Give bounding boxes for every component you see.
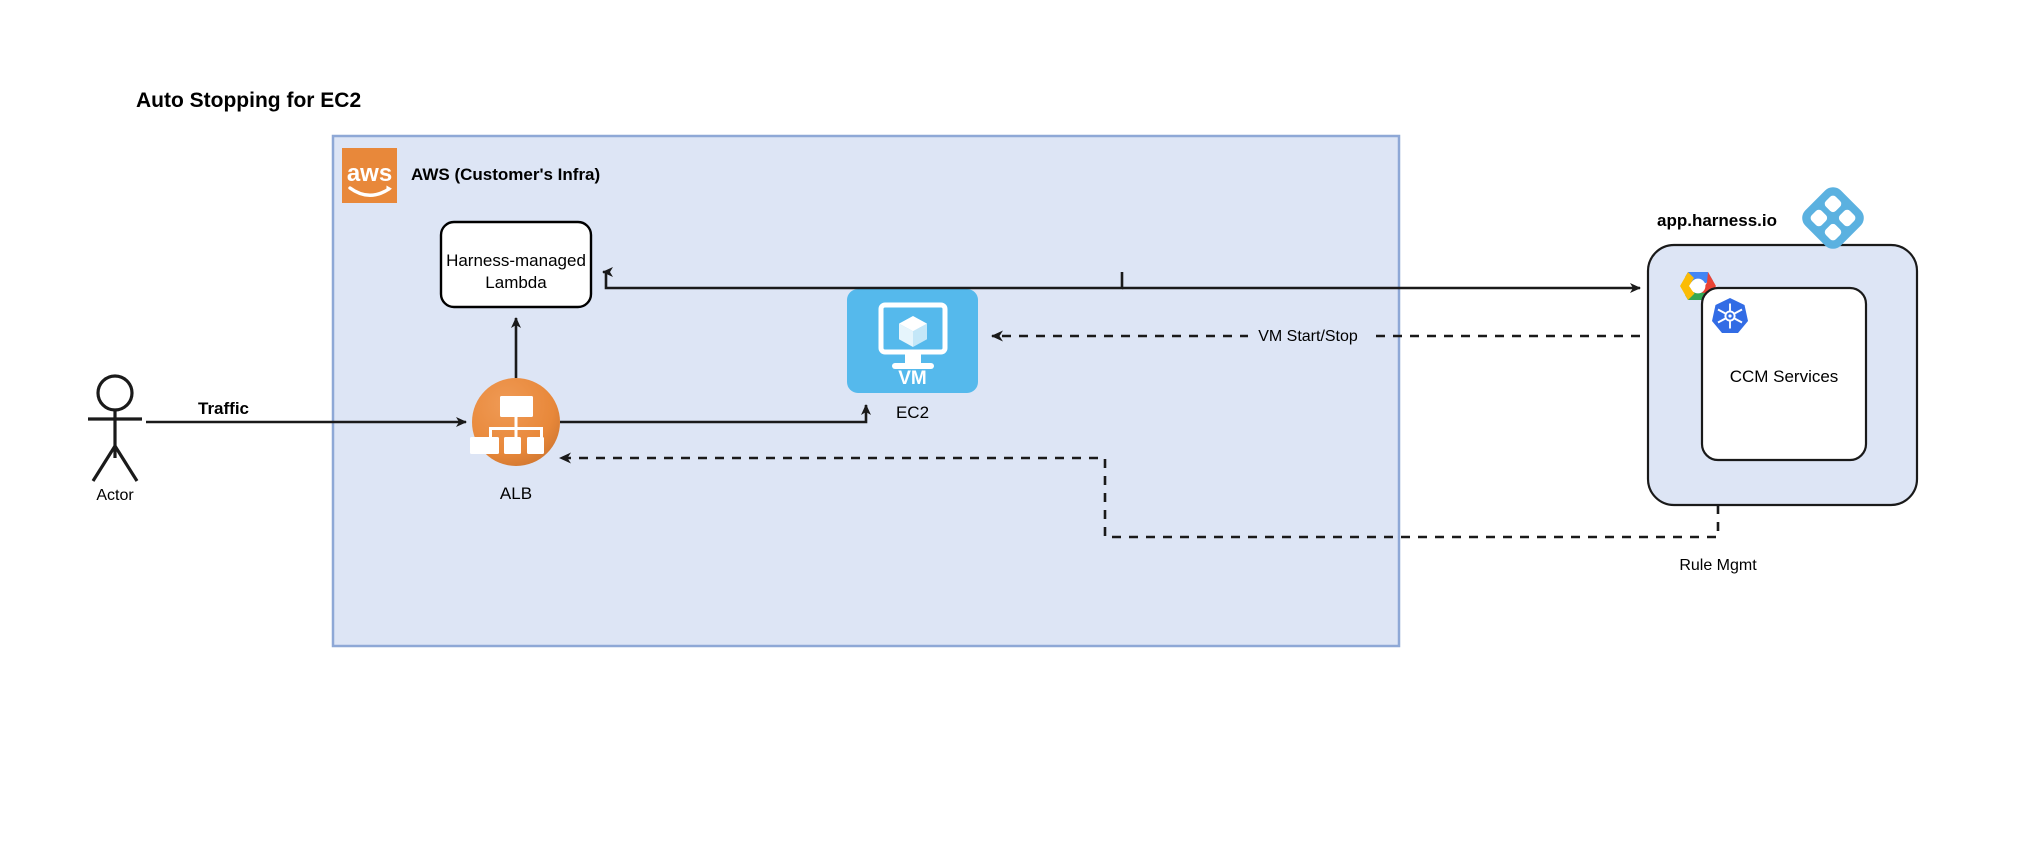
harness-group-label: app.harness.io [1657, 211, 1777, 230]
aws-group-label: AWS (Customer's Infra) [411, 165, 600, 184]
kubernetes-icon [1712, 298, 1748, 333]
alb-label: ALB [500, 484, 532, 503]
actor-label: Actor [96, 487, 134, 504]
edge-rule-mgmt-label: Rule Mgmt [1679, 557, 1757, 574]
lambda-label-line1: Harness-managed [446, 251, 586, 270]
load-balancer-tree-icon [482, 396, 544, 454]
edge-vm-start-stop: VM Start/Stop [991, 324, 1640, 345]
edge-alb-to-ec2 [560, 404, 871, 424]
vm-monitor-icon [878, 302, 948, 369]
page-title: Auto Stopping for EC2 [136, 89, 361, 112]
harness-logo [1802, 187, 1864, 249]
node-alb[interactable] [470, 378, 560, 466]
actor-stick-figure-icon[interactable] [88, 374, 142, 482]
node-ec2-vm[interactable]: VM [847, 289, 978, 393]
edge-rule-mgmt: Rule Mgmt [559, 452, 1757, 574]
node-harness-managed-lambda[interactable]: Harness-managed Lambda [439, 220, 593, 309]
edge-vm-start-stop-label: VM Start/Stop [1258, 328, 1358, 345]
edge-traffic: Traffic [146, 399, 467, 427]
edge-harness-to-lambda [602, 267, 1641, 293]
vm-inner-label: VM [898, 368, 927, 389]
node-ccm-services[interactable]: CCM Services [1700, 286, 1868, 462]
aws-logo: aws [342, 148, 397, 203]
ccm-services-label: CCM Services [1730, 367, 1839, 386]
ec2-label: EC2 [896, 403, 929, 422]
aws-logo-text: aws [347, 160, 392, 187]
edge-traffic-label: Traffic [198, 399, 249, 418]
lambda-label-line2: Lambda [485, 273, 547, 292]
